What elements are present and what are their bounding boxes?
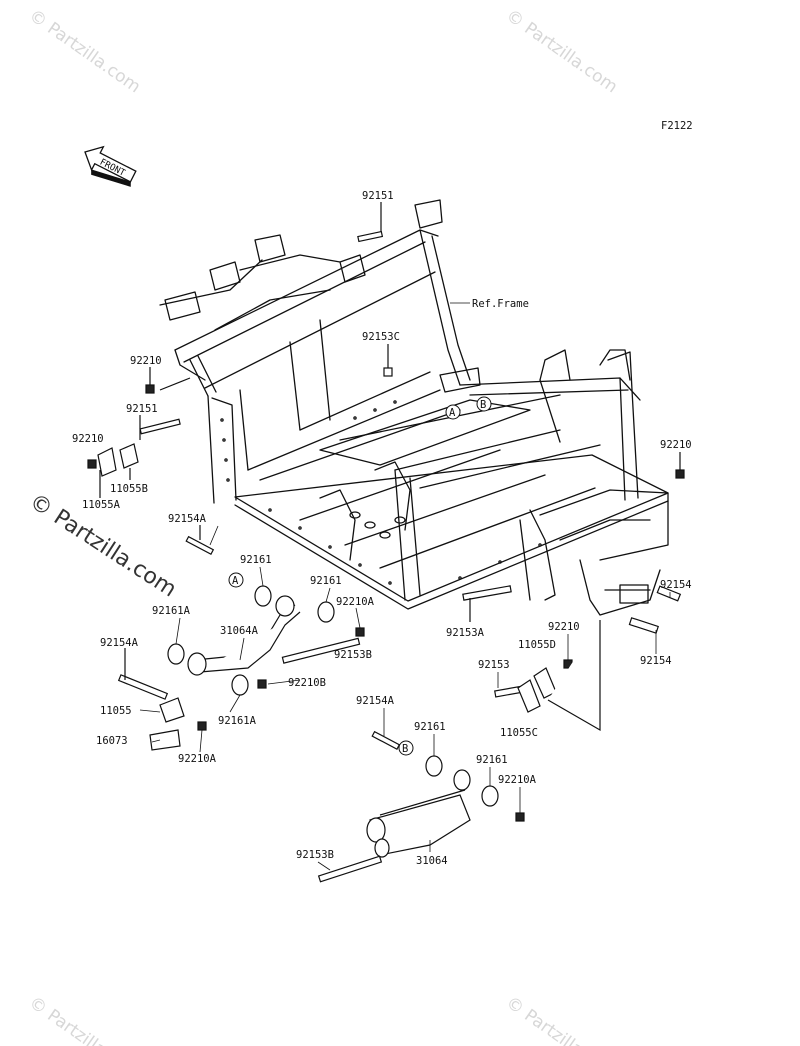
- part-label: 92161: [414, 721, 446, 733]
- part-label: 11055A: [82, 499, 121, 511]
- part-label: 92210: [548, 621, 580, 633]
- part-label: 92153B: [334, 649, 372, 661]
- svg-text:© Partzilla.com: © Partzilla.com: [502, 6, 621, 98]
- watermark-bottom-right: © Partzilla.com: [502, 993, 621, 1046]
- bolt-92153C: [383, 344, 393, 377]
- part-label: 92210: [72, 433, 104, 445]
- main-frame-drawing: [159, 199, 669, 616]
- part-label: 92210A: [178, 753, 217, 765]
- part-label: 11055C: [500, 727, 538, 739]
- part-label: 92210A: [336, 596, 375, 608]
- part-label: 92161: [240, 554, 272, 566]
- part-label: 92154: [660, 579, 692, 591]
- bolt-92151-top: [357, 202, 384, 243]
- part-label: 92161: [476, 754, 508, 766]
- mount-31064: [317, 730, 525, 883]
- part-label: 31064A: [220, 625, 259, 637]
- part-label: 16073: [96, 735, 128, 747]
- mount-31064A: [167, 525, 365, 696]
- part-label: 92210B: [288, 677, 326, 689]
- svg-text:© Partzilla.com: © Partzilla.com: [25, 6, 144, 98]
- watermark-bottom-left: © Partzilla.com: [25, 993, 144, 1046]
- bracket-11055C: [494, 620, 601, 732]
- part-label: 92153: [478, 659, 510, 671]
- part-label: 92161A: [218, 715, 257, 727]
- part-label: 11055B: [110, 483, 148, 495]
- part-label: 92153B: [296, 849, 334, 861]
- svg-text:A: A: [449, 407, 456, 419]
- callout-a-frame: A: [445, 404, 461, 420]
- bracket-11055-left: [87, 443, 139, 498]
- part-label: 92161: [310, 575, 342, 587]
- part-label: 11055D: [518, 639, 556, 651]
- svg-text:B: B: [480, 399, 486, 411]
- bolt-92154-rear: [628, 585, 682, 634]
- nut-92210-right: [675, 452, 685, 479]
- svg-text:B: B: [402, 743, 408, 755]
- figure-code: F2122: [661, 120, 693, 132]
- part-label: 92154: [640, 655, 672, 667]
- svg-text:A: A: [232, 575, 239, 587]
- bracket-11055-lower: [117, 648, 207, 751]
- leader-lines: [139, 525, 671, 871]
- part-label: 92154A: [356, 695, 395, 707]
- part-label: 92151: [126, 403, 158, 415]
- part-label: 92210A: [498, 774, 537, 786]
- part-label: 92154A: [168, 513, 207, 525]
- svg-text:© Partzilla.com: © Partzilla.com: [25, 993, 144, 1046]
- bolt-92153A: [462, 585, 512, 622]
- callout-a-lower: A: [228, 572, 244, 588]
- nut-92210-left: [145, 367, 191, 394]
- part-labels: 92151 92153C 92210 92151 92210 11055B 11…: [72, 190, 692, 867]
- watermark-top-left: © Partzilla.com: [25, 6, 144, 98]
- part-label: 92151: [362, 190, 394, 202]
- front-arrow-icon: FRONT: [84, 145, 137, 187]
- watermark-top-right: © Partzilla.com: [502, 6, 621, 98]
- part-label: 11055: [100, 705, 132, 717]
- part-label: 92153A: [446, 627, 485, 639]
- ref-frame-label: Ref.Frame: [472, 298, 529, 310]
- callout-b-frame: B: [476, 396, 492, 412]
- bolt-92151-left: [139, 415, 181, 440]
- svg-text:© Partzilla.com: © Partzilla.com: [502, 993, 621, 1046]
- part-label: 92210: [130, 355, 162, 367]
- part-label: 31064: [416, 855, 448, 867]
- part-label: 92210: [660, 439, 692, 451]
- callout-b-lower: B: [398, 740, 414, 756]
- part-label: 92161A: [152, 605, 191, 617]
- part-label: 92153C: [362, 331, 400, 343]
- part-label: 92154A: [100, 637, 139, 649]
